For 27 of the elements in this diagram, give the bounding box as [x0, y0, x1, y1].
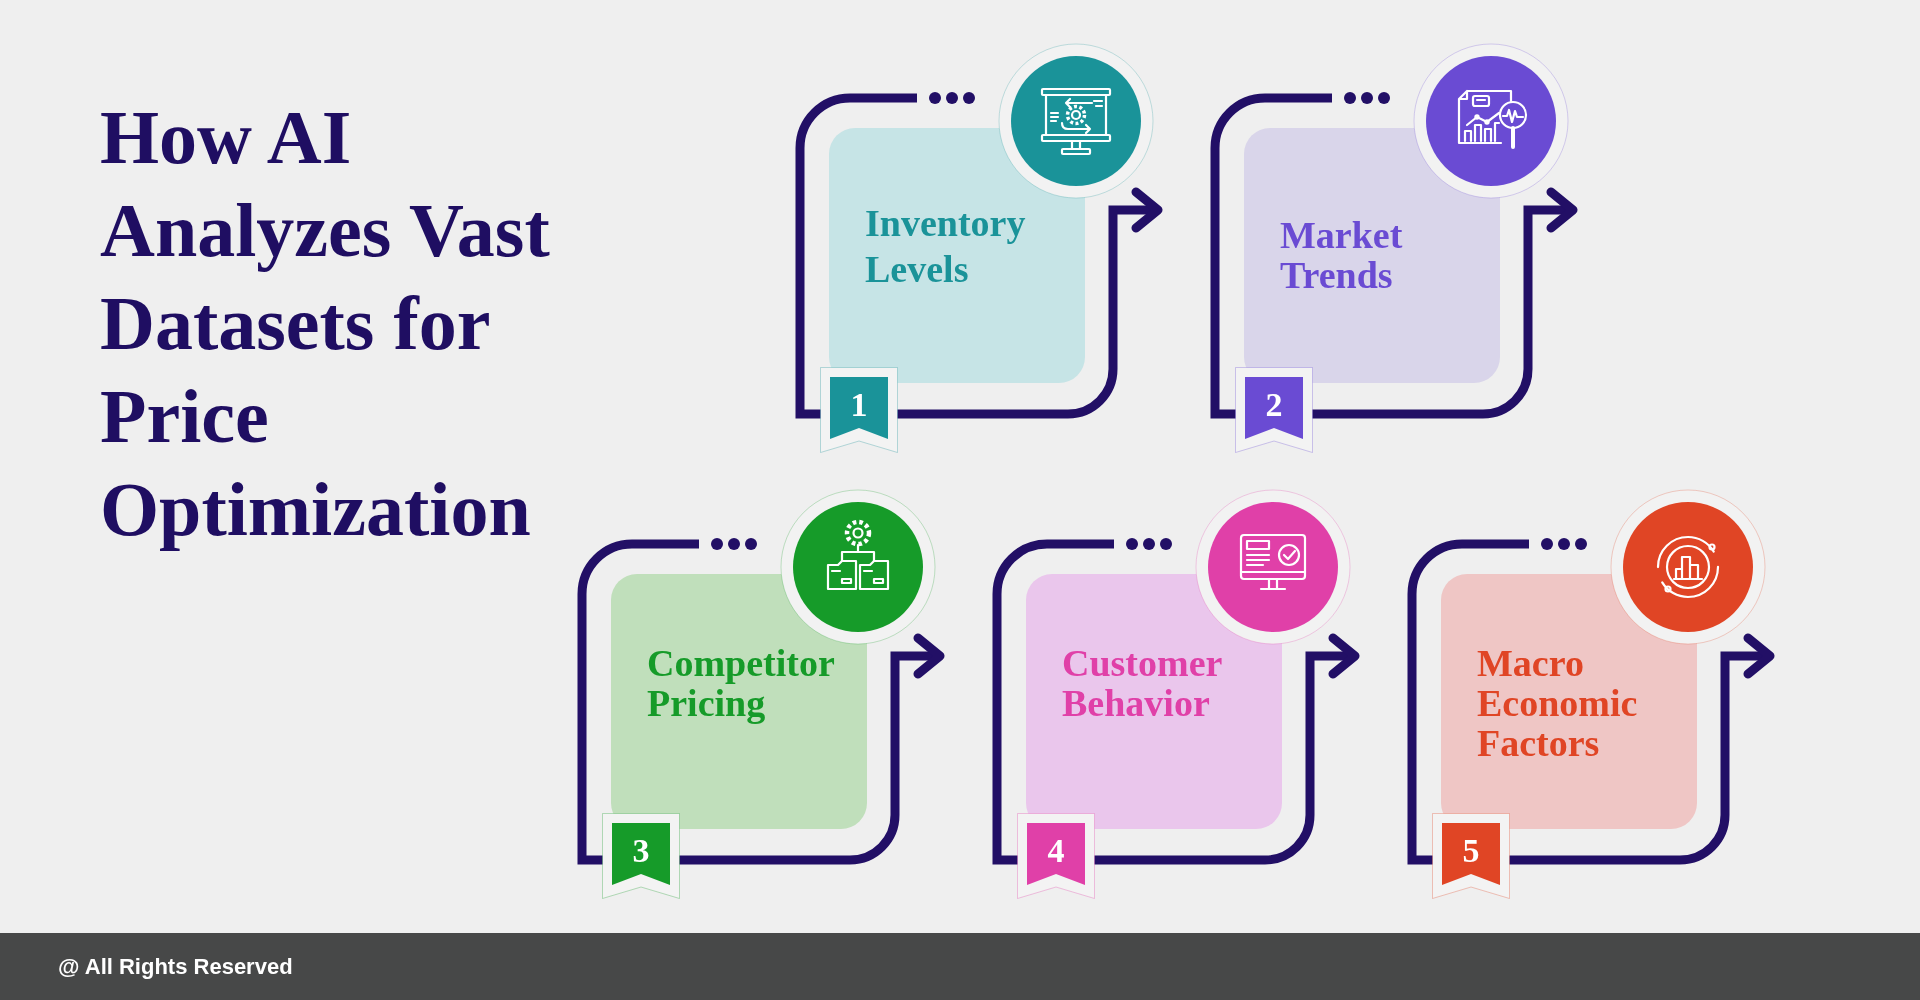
step-title: Inventory Levels	[865, 201, 1027, 292]
step-card	[1026, 574, 1282, 829]
footer-text: @ All Rights Reserved	[58, 953, 293, 981]
step-title: Competitor Pricing	[647, 643, 836, 723]
step-title: Customer Behavior	[1062, 643, 1223, 723]
loop-arrow	[577, 539, 945, 865]
step-number: 3	[632, 834, 650, 868]
number-ribbon	[602, 813, 680, 899]
step-card	[829, 128, 1085, 383]
step-title: Market Trends	[1280, 215, 1404, 295]
step-card	[1244, 128, 1500, 383]
loop-arrow	[795, 93, 1163, 419]
number-ribbon	[1017, 813, 1095, 899]
step-number: 1	[850, 388, 868, 422]
step-number: 2	[1265, 388, 1283, 422]
step-title: Macro Economic Factors	[1477, 643, 1639, 763]
step-card	[611, 574, 867, 829]
loop-arrow	[992, 539, 1360, 865]
number-ribbon	[1432, 813, 1510, 899]
number-ribbon	[1235, 367, 1313, 453]
number-ribbon	[820, 367, 898, 453]
step-number: 5	[1462, 834, 1480, 868]
step-card	[1441, 574, 1697, 829]
loop-arrow	[1210, 93, 1578, 419]
title: How AI Analyzes Vast Datasets for Price Optimization	[100, 94, 551, 553]
loop-arrow	[1407, 539, 1775, 865]
step-number: 4	[1047, 834, 1065, 868]
